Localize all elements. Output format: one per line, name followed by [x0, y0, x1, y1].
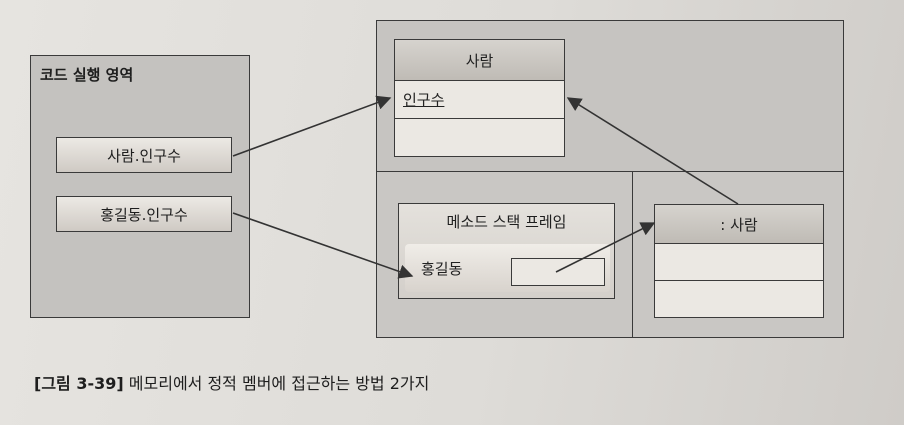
method-stack-frame: 메소드 스택 프레임 홍길동 [398, 203, 615, 299]
local-variable-slot [511, 258, 605, 286]
heap-object-person: : 사람 [654, 204, 824, 318]
method-stack-frame-title: 메소드 스택 프레임 [446, 212, 567, 231]
heap-object-title: : 사람 [655, 205, 823, 243]
figure-number: [그림 3-39] [34, 374, 124, 393]
code-execution-area [30, 55, 250, 318]
local-variable-name: 홍길동 [421, 260, 463, 278]
expr-static-access: 사람.인구수 [56, 137, 232, 173]
code-execution-area-title: 코드 실행 영역 [40, 66, 134, 84]
static-field-population: 인구수 [395, 80, 564, 118]
class-person-empty-row [395, 118, 564, 155]
arrow-variable-to-object [555, 222, 656, 273]
arrow-static-to-field [232, 95, 392, 157]
heap-object-row-2 [655, 280, 823, 316]
class-person-title: 사람 [395, 40, 564, 80]
figure-caption-text: 메모리에서 정적 멤버에 접근하는 방법 2가지 [128, 374, 430, 393]
arrow-instance-to-variable [232, 212, 414, 279]
class-person-box: 사람 인구수 [394, 39, 565, 157]
arrow-object-to-class [566, 97, 739, 205]
figure-caption: [그림 3-39] 메모리에서 정적 멤버에 접근하는 방법 2가지 [34, 370, 429, 394]
heap-object-row-1 [655, 243, 823, 280]
static-field-population-label: 인구수 [403, 91, 445, 109]
expr-instance-access: 홍길동.인구수 [56, 196, 232, 232]
